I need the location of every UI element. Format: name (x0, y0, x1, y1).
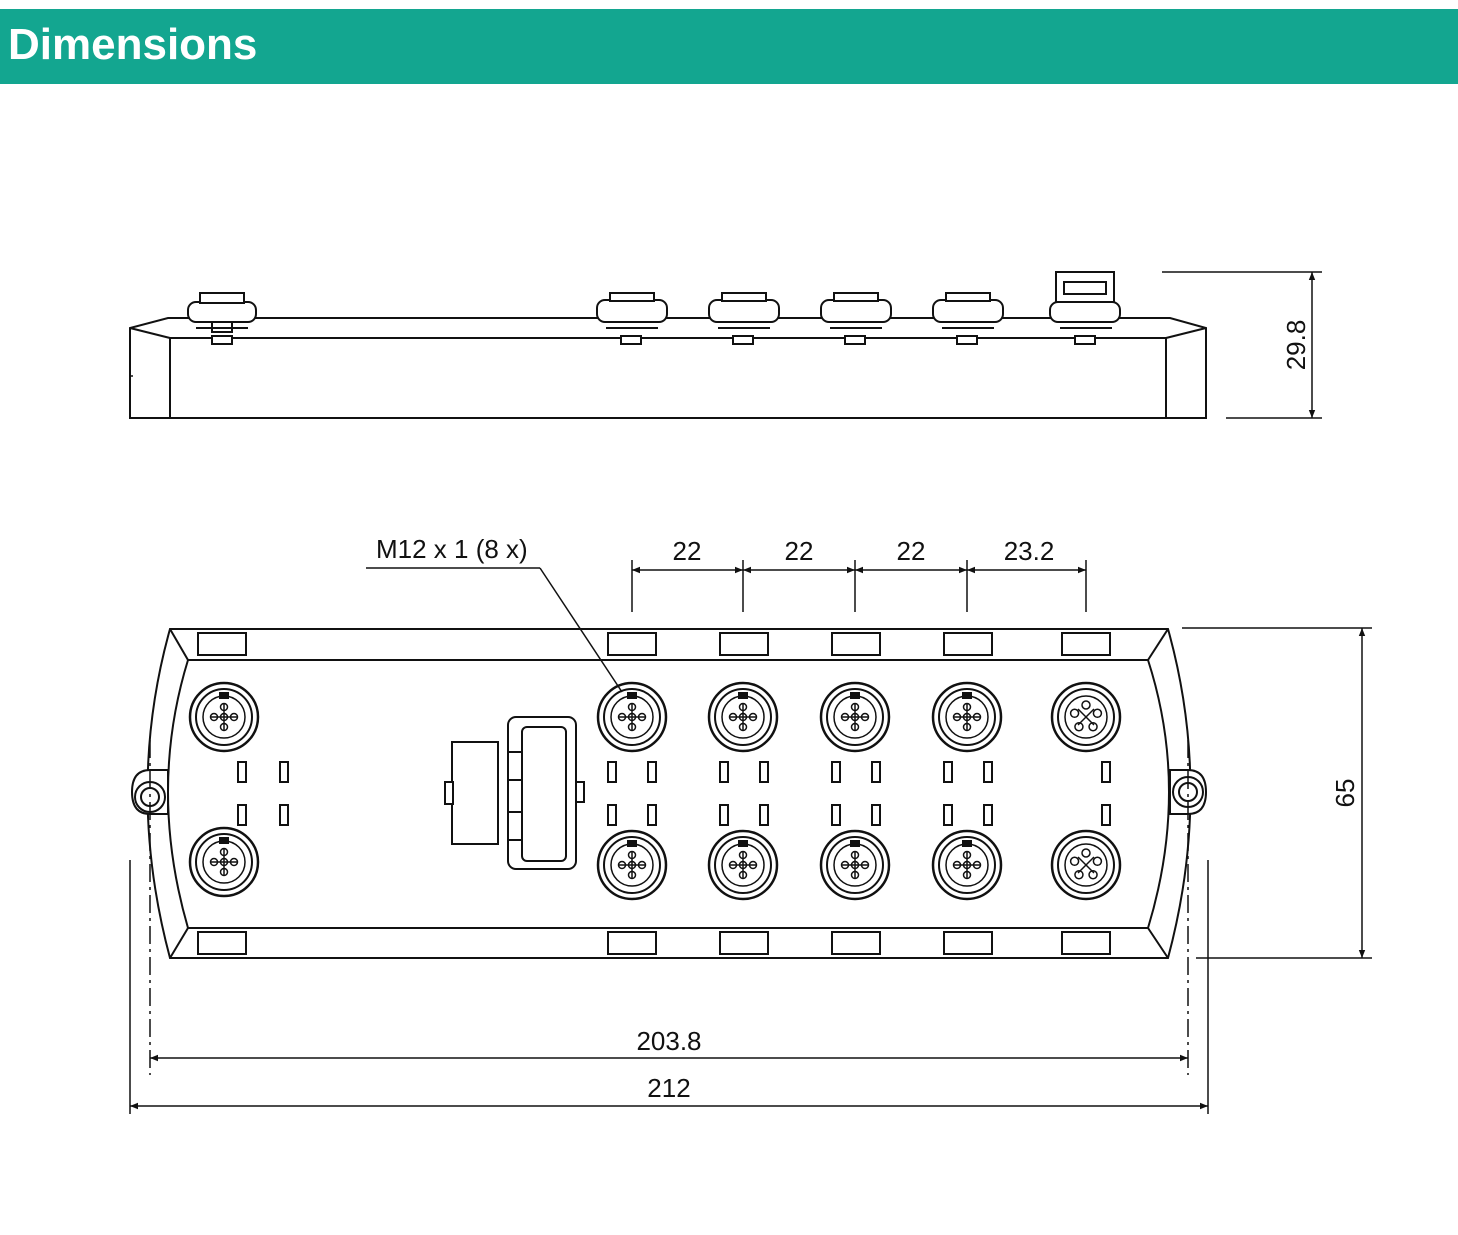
depth-dimension (1182, 627, 1372, 959)
m12-connector (707, 829, 779, 901)
m12-connector (707, 681, 779, 753)
m12-connector (188, 826, 260, 898)
side-view (129, 271, 1322, 419)
m12-connector (931, 829, 1003, 901)
side-connector (820, 292, 892, 345)
overall-length-label: 212 (647, 1073, 690, 1103)
m12-connector (819, 829, 891, 901)
m12-connector (188, 681, 260, 753)
m12-connectors (188, 681, 1122, 901)
height-dimension (1162, 271, 1322, 419)
header-bar: Dimensions (0, 9, 1458, 84)
length-dimensions (129, 860, 1209, 1114)
led-indicators (237, 761, 1111, 826)
center-lines (149, 740, 1189, 1075)
depth-label: 65 (1330, 779, 1360, 808)
m12-connector (1050, 829, 1122, 901)
m12-connector (596, 829, 668, 901)
side-connector (932, 292, 1004, 345)
side-connector (708, 292, 780, 345)
height-label: 29.8 (1281, 320, 1311, 371)
m12-connector (931, 681, 1003, 753)
connector-callout: M12 x 1 (8 x) (376, 534, 528, 564)
mount-distance-label: 203.8 (636, 1026, 701, 1056)
pitch-label: 23.2 (1004, 536, 1055, 566)
side-connector-power (1049, 271, 1121, 345)
top-view-housing (146, 628, 1192, 959)
m12-connector (596, 681, 668, 753)
side-connector (596, 292, 668, 345)
edge-tabs-top (197, 632, 1111, 656)
callout-leader (366, 567, 623, 693)
pitch-dimensions (631, 560, 1087, 612)
side-connector (187, 292, 257, 345)
pitch-label: 22 (785, 536, 814, 566)
top-view-panel (167, 659, 1170, 929)
edge-tabs-bottom (197, 931, 1111, 955)
side-view-housing (129, 317, 1207, 419)
address-cover (444, 716, 585, 870)
m12-connector (1050, 681, 1122, 753)
pitch-label: 22 (897, 536, 926, 566)
page-title: Dimensions (8, 20, 258, 69)
pitch-label: 22 (673, 536, 702, 566)
top-view (130, 628, 1208, 959)
m12-connector (819, 681, 891, 753)
